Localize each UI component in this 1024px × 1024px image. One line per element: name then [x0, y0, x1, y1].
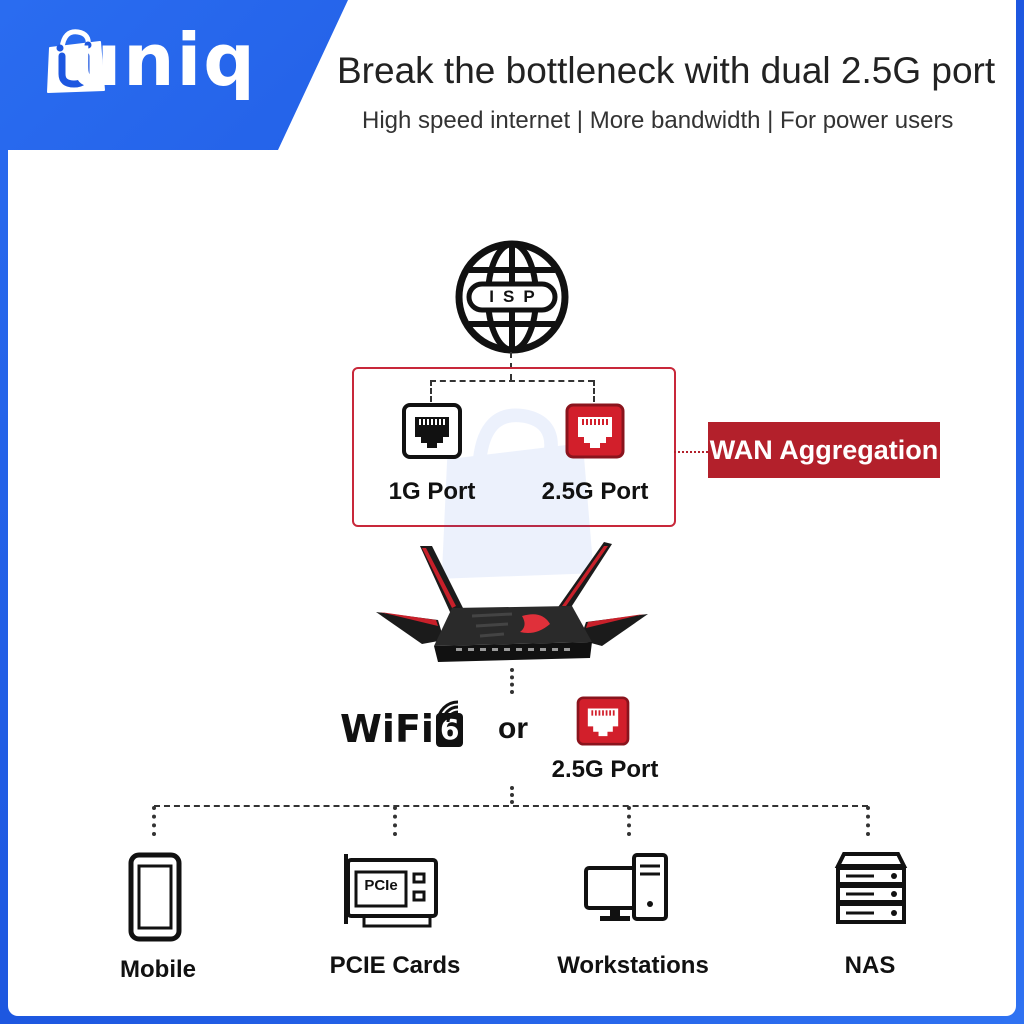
mobile-icon [128, 852, 182, 942]
ethernet-port-icon [576, 696, 630, 746]
port-1g-label: 1G Port [388, 478, 476, 505]
connector-line [154, 805, 868, 807]
wifi-signal-icon [436, 700, 459, 723]
connector-line [593, 380, 595, 402]
shopping-bag-icon [47, 29, 105, 93]
page-title: Break the bottleneck with dual 2.5G port [337, 50, 996, 91]
device-label-mobile: Mobile [120, 956, 196, 983]
isp-label: ISP [489, 287, 544, 306]
port-25g-label: 2.5G Port [551, 756, 659, 783]
connector-line [430, 380, 594, 382]
brand-logo [40, 28, 110, 103]
wan-aggregation-badge: WAN Aggregation [708, 422, 940, 478]
brand-name: uniq [70, 18, 257, 102]
or-label: or [498, 712, 528, 745]
connector-line [393, 806, 397, 836]
device-label-pcie-cards: PCIE Cards [329, 952, 461, 979]
ethernet-port-icon [565, 403, 625, 459]
workstation-icon [584, 853, 668, 921]
device-label-nas: NAS [844, 952, 896, 979]
watermark-logo [441, 408, 594, 579]
connector-line [152, 806, 156, 836]
port-25g-label: 2.5G Port [541, 478, 649, 505]
device-label-workstations: Workstations [557, 952, 709, 979]
globe-icon [455, 240, 569, 354]
page-subtitle: High speed internet | More bandwidth | F… [362, 107, 954, 134]
connector-line [430, 380, 432, 402]
wifi-label: WiFi [340, 707, 434, 751]
connector-line [674, 451, 708, 453]
nas-icon [834, 852, 908, 924]
connector-line [627, 806, 631, 836]
pcie-chip-label: PCIe [364, 877, 398, 894]
connector-line [510, 668, 514, 694]
content-card [8, 0, 1016, 1016]
pcie-card-icon [344, 854, 438, 928]
ethernet-port-icon [402, 403, 462, 459]
wan-ports-box [352, 367, 676, 527]
connector-line [510, 352, 512, 380]
router-image [376, 542, 648, 662]
connector-line [510, 786, 514, 804]
connector-line [866, 806, 870, 836]
